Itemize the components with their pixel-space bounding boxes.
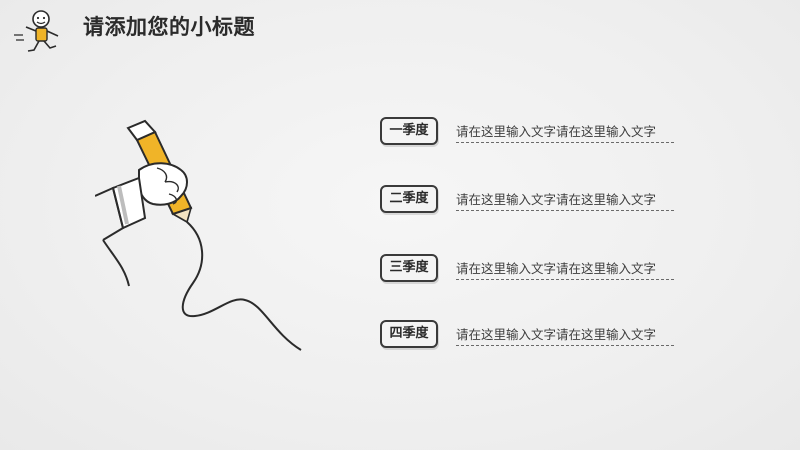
squiggle-line <box>181 221 302 351</box>
row-description: 请在这里输入文字请在这里输入文字 <box>456 192 657 207</box>
list-item: 四季度 请在这里输入文字请在这里输入文字 <box>380 320 680 360</box>
dashed-divider <box>456 210 674 211</box>
quarter-badge: 四季度 <box>380 320 438 348</box>
quarter-badge: 二季度 <box>380 185 438 213</box>
dashed-divider <box>456 279 674 280</box>
row-description: 请在这里输入文字请在这里输入文字 <box>456 327 657 342</box>
running-mascot-icon <box>14 10 59 52</box>
list-item: 三季度 请在这里输入文字请在这里输入文字 <box>380 254 680 294</box>
list-item: 一季度 请在这里输入文字请在这里输入文字 <box>380 117 680 157</box>
quarter-badge: 一季度 <box>380 117 438 145</box>
dashed-divider <box>456 142 674 143</box>
dashed-divider <box>456 345 674 346</box>
hand-pencil-illustration <box>95 119 302 351</box>
row-description: 请在这里输入文字请在这里输入文字 <box>456 261 657 276</box>
row-description: 请在这里输入文字请在这里输入文字 <box>456 124 657 139</box>
list-item: 二季度 请在这里输入文字请在这里输入文字 <box>380 185 680 225</box>
quarter-badge: 三季度 <box>380 254 438 282</box>
page-title: 请添加您的小标题 <box>83 15 255 39</box>
